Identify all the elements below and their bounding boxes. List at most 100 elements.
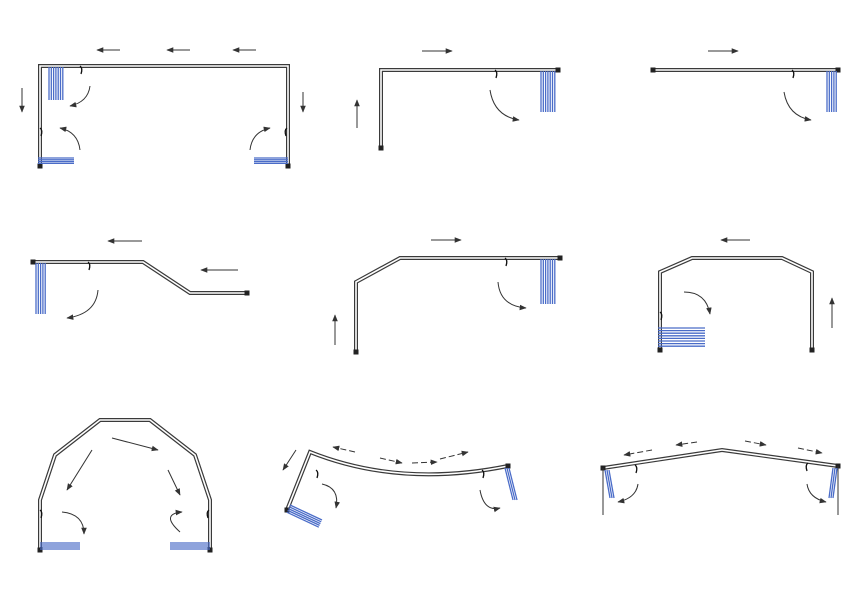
track-rail xyxy=(379,68,558,148)
curtain-fold xyxy=(830,467,836,499)
curtain-bundle xyxy=(170,542,210,550)
curtain-bundle xyxy=(540,259,556,304)
curtain-fold xyxy=(288,508,321,525)
runner-hook-icon xyxy=(284,127,288,137)
runner-hook-icon xyxy=(206,509,210,519)
curtain-bundle xyxy=(540,71,556,112)
config-gable xyxy=(600,440,841,515)
track-rail xyxy=(285,449,509,511)
track-rail-inner xyxy=(602,449,839,469)
curved-arrow-icon xyxy=(170,509,183,533)
curtain-fold xyxy=(832,467,838,499)
track-end-cap xyxy=(244,290,250,296)
curtain-bundle xyxy=(254,157,288,165)
curtain-bundle xyxy=(604,469,615,499)
track-rail xyxy=(38,64,290,166)
runner-hook-icon xyxy=(87,261,91,271)
curtain-bundle xyxy=(504,467,518,501)
direction-arrow-icon xyxy=(282,449,297,471)
curved-arrow-icon xyxy=(321,483,340,509)
curtain-bundle xyxy=(38,157,74,165)
curtain-fold xyxy=(288,506,322,523)
curtain-bundle xyxy=(48,67,64,100)
runner-hook-icon xyxy=(494,69,498,79)
curved-arrow-icon xyxy=(683,291,712,315)
curtain-bundle xyxy=(40,542,80,550)
direction-arrow-icon xyxy=(623,449,653,457)
curtain-fold xyxy=(608,469,615,499)
curved-arrow-icon xyxy=(617,483,639,504)
direction-arrow-icon xyxy=(675,441,698,447)
track-end-cap xyxy=(353,349,359,355)
curtain-bundle xyxy=(826,71,837,112)
curtain-fold xyxy=(828,467,834,499)
track-end-cap xyxy=(207,547,213,553)
track-end-cap xyxy=(37,163,43,169)
direction-arrow-icon xyxy=(332,445,356,453)
direction-arrow-icon xyxy=(111,437,159,452)
curtain-fold xyxy=(506,467,516,501)
curved-arrow-icon xyxy=(69,85,91,108)
direction-arrow-icon xyxy=(379,457,403,465)
track-end-cap xyxy=(650,67,656,73)
track-end-cap xyxy=(378,145,384,151)
track-end-cap xyxy=(557,255,563,261)
direction-arrow-icon xyxy=(439,450,469,460)
curtain-fold xyxy=(604,469,611,499)
track-end-cap xyxy=(284,507,290,513)
config-u-shape xyxy=(19,47,306,169)
config-curved xyxy=(282,445,518,528)
runner-hook-icon xyxy=(39,509,43,519)
runner-hook-icon xyxy=(79,65,83,75)
curved-arrow-icon xyxy=(66,289,99,320)
track-rail xyxy=(38,418,212,550)
config-angled-l xyxy=(332,237,563,355)
track-rail-inner xyxy=(659,257,813,350)
track-end-cap xyxy=(505,463,511,469)
runner-hook-icon xyxy=(481,469,485,479)
curved-arrow-icon xyxy=(497,281,527,311)
track-rail-inner xyxy=(39,419,211,550)
runner-hook-icon xyxy=(39,127,43,137)
runner-hook-icon xyxy=(634,464,638,474)
track-rail xyxy=(33,260,247,295)
track-end-cap xyxy=(285,163,291,169)
config-offset xyxy=(30,238,250,320)
curtain-fold xyxy=(286,511,320,528)
curtain-bundle xyxy=(286,504,323,528)
track-end-cap xyxy=(657,347,663,353)
track-rail-inner xyxy=(33,261,247,294)
curtain-fold xyxy=(508,467,518,501)
direction-arrow-icon xyxy=(167,469,181,496)
track-end-cap xyxy=(809,347,815,353)
track-rail-inner xyxy=(39,65,289,166)
curtain-bundle xyxy=(658,327,705,347)
curved-arrow-icon xyxy=(61,511,87,535)
curtain-fold xyxy=(287,509,320,526)
runner-hook-icon xyxy=(659,311,663,321)
curved-arrow-icon xyxy=(783,91,812,122)
runner-hook-icon xyxy=(504,257,508,267)
track-end-cap xyxy=(30,259,36,265)
runner-hook-icon xyxy=(791,69,795,79)
config-straight xyxy=(650,48,841,122)
curtain-fold xyxy=(504,467,514,501)
direction-arrow-icon xyxy=(66,449,93,491)
curtain-bundle xyxy=(35,263,46,314)
curved-arrow-icon xyxy=(806,483,827,504)
curved-arrow-icon xyxy=(249,126,271,151)
curved-arrow-icon xyxy=(479,489,501,513)
curtain-bundle xyxy=(828,467,838,499)
config-arch xyxy=(37,418,213,553)
direction-arrow-icon xyxy=(797,447,823,455)
runner-hook-icon xyxy=(805,462,809,472)
curtain-fold xyxy=(606,469,613,499)
runner-hook-icon xyxy=(315,469,319,479)
track-rail xyxy=(354,256,560,352)
config-l-shape xyxy=(354,48,561,151)
track-rail-inner xyxy=(380,69,558,148)
track-rail-inner xyxy=(355,257,560,352)
direction-arrow-icon xyxy=(744,440,767,447)
curved-arrow-icon xyxy=(59,126,81,151)
